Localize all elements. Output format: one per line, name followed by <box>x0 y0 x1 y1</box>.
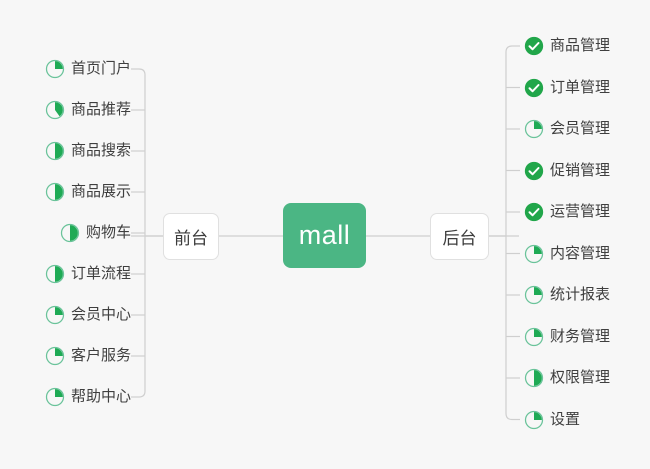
check-circle-icon <box>524 78 544 97</box>
pie-progress-icon <box>524 285 544 305</box>
pie-progress-icon <box>524 119 544 139</box>
leaf-node-label: 客户服务 <box>70 347 131 364</box>
pie-progress-icon <box>524 244 544 263</box>
leaf-node-backend-4[interactable]: 运营管理 <box>524 199 610 225</box>
leaf-node-label: 设置 <box>550 410 581 428</box>
leaf-node-label: 订单流程 <box>70 265 131 282</box>
check-circle-icon <box>524 161 544 180</box>
leaf-node-label: 帮助中心 <box>70 388 131 405</box>
pie-progress-icon <box>524 327 544 346</box>
check-circle-icon <box>524 202 544 222</box>
leaf-node-label: 商品推荐 <box>70 101 131 118</box>
pie-progress-icon <box>45 100 65 120</box>
leaf-node-frontend-5[interactable]: 订单流程 <box>45 261 131 287</box>
leaf-node-frontend-4[interactable]: 购物车 <box>60 220 131 246</box>
leaf-node-label: 购物车 <box>85 224 131 241</box>
branch-node-frontend[interactable]: 前台 <box>163 213 219 260</box>
leaf-node-frontend-6[interactable]: 会员中心 <box>45 302 131 328</box>
leaf-node-label: 商品展示 <box>70 183 131 200</box>
leaf-node-label: 权限管理 <box>550 369 611 386</box>
leaf-node-backend-2[interactable]: 会员管理 <box>524 116 610 142</box>
leaf-node-label: 内容管理 <box>550 244 611 262</box>
root-node-label: mall <box>298 220 351 250</box>
pie-progress-icon <box>45 305 65 325</box>
pie-progress-icon <box>45 264 65 284</box>
branch-node-backend-label: 后台 <box>442 229 477 248</box>
leaf-node-label: 运营管理 <box>550 203 611 220</box>
root-node-mall[interactable]: mall <box>283 203 366 268</box>
leaf-node-backend-5[interactable]: 内容管理 <box>524 241 610 267</box>
leaf-node-label: 财务管理 <box>550 327 611 345</box>
pie-progress-icon <box>45 346 65 366</box>
leaf-node-frontend-2[interactable]: 商品搜索 <box>45 138 131 164</box>
connector-spine-backend <box>505 45 513 421</box>
pie-progress-icon <box>45 182 65 202</box>
connector-spine-frontend <box>138 68 146 398</box>
leaf-node-backend-3[interactable]: 促销管理 <box>524 158 610 184</box>
leaf-node-frontend-3[interactable]: 商品展示 <box>45 179 131 205</box>
leaf-node-label: 统计报表 <box>550 286 611 303</box>
leaf-node-label: 促销管理 <box>550 161 611 179</box>
leaf-node-label: 商品搜索 <box>70 142 131 159</box>
pie-progress-icon <box>45 387 65 407</box>
leaf-node-backend-9[interactable]: 设置 <box>524 407 580 433</box>
check-circle-icon <box>524 36 544 56</box>
branch-node-backend[interactable]: 后台 <box>430 213 489 260</box>
leaf-node-label: 会员管理 <box>550 120 611 137</box>
pie-progress-icon <box>45 141 65 161</box>
pie-progress-icon <box>524 410 544 429</box>
leaf-node-label: 订单管理 <box>550 78 611 96</box>
leaf-node-label: 会员中心 <box>70 306 131 323</box>
pie-progress-icon <box>524 368 544 388</box>
leaf-node-backend-6[interactable]: 统计报表 <box>524 282 610 308</box>
pie-progress-icon <box>60 223 80 243</box>
leaf-node-frontend-0[interactable]: 首页门户 <box>45 56 131 82</box>
leaf-node-label: 商品管理 <box>550 37 611 54</box>
leaf-node-frontend-7[interactable]: 客户服务 <box>45 343 131 369</box>
leaf-node-label: 首页门户 <box>70 60 131 77</box>
leaf-node-backend-0[interactable]: 商品管理 <box>524 33 610 59</box>
branch-node-frontend-label: 前台 <box>174 229 208 248</box>
leaf-node-backend-7[interactable]: 财务管理 <box>524 324 610 350</box>
pie-progress-icon <box>45 59 65 79</box>
leaf-node-frontend-8[interactable]: 帮助中心 <box>45 384 131 410</box>
leaf-node-backend-8[interactable]: 权限管理 <box>524 365 610 391</box>
leaf-node-backend-1[interactable]: 订单管理 <box>524 75 610 101</box>
leaf-node-frontend-1[interactable]: 商品推荐 <box>45 97 131 123</box>
